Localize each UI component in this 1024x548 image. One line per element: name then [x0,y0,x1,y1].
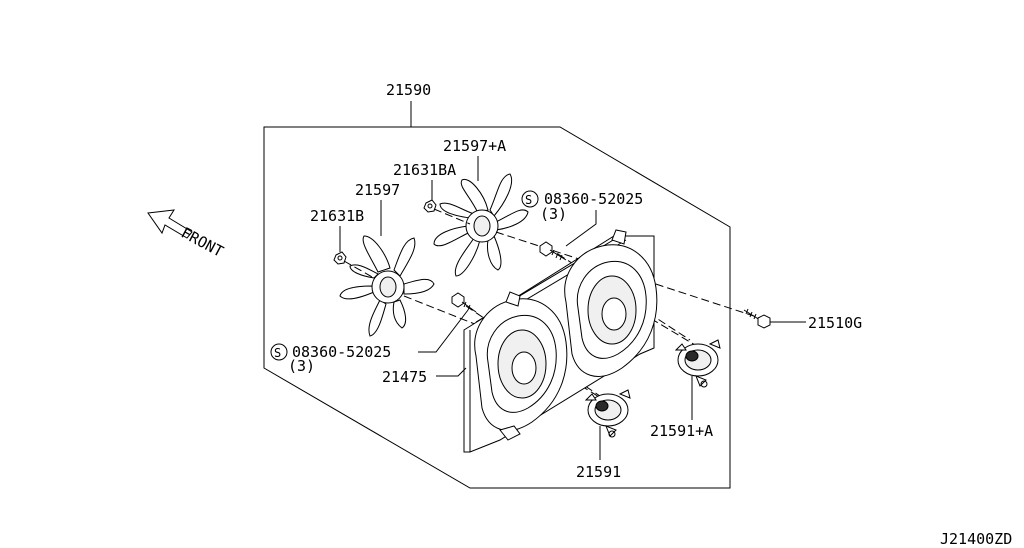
callout-21631b[interactable]: 21631B [310,207,364,225]
fan-blade-lower[interactable] [339,235,435,337]
callout-08360-upper-qty: (3) [540,205,567,223]
nut-21631b[interactable] [333,251,347,265]
callout-21510g[interactable]: 21510G [808,314,862,332]
screw-symbol-upper: S [525,193,532,207]
bolt-21510g[interactable] [743,308,771,329]
callout-21597-a[interactable]: 21597+A [443,137,506,155]
front-arrow-icon [147,209,193,239]
callout-21590[interactable]: 21590 [386,81,431,99]
assembly-boundary [263,126,731,489]
callout-08360-upper[interactable]: 08360-52025 [544,190,643,208]
screw-symbol-lower-icon [270,343,288,361]
fan-motor-a[interactable] [674,339,721,388]
callout-08360-lower[interactable]: 08360-52025 [292,343,391,361]
fan-shroud[interactable] [463,229,658,453]
callout-08360-lower-qty: (3) [288,357,315,375]
nut-21631ba[interactable] [423,199,437,213]
screw-symbol-lower: S [274,346,281,360]
callout-21591[interactable]: 21591 [576,463,621,481]
callout-21591-a[interactable]: 21591+A [650,422,713,440]
screw-symbol-upper-icon [521,190,539,208]
callout-21475[interactable]: 21475 [382,368,427,386]
diagram-id: J21400ZD [940,530,1012,548]
callout-21631ba[interactable]: 21631BA [393,161,456,179]
fan-motor[interactable] [584,389,631,438]
callout-21597[interactable]: 21597 [355,181,400,199]
front-label: FRONT [178,224,226,261]
fan-blade-upper[interactable] [433,173,529,277]
screw-lower[interactable] [451,292,477,313]
screw-upper[interactable] [539,241,567,261]
